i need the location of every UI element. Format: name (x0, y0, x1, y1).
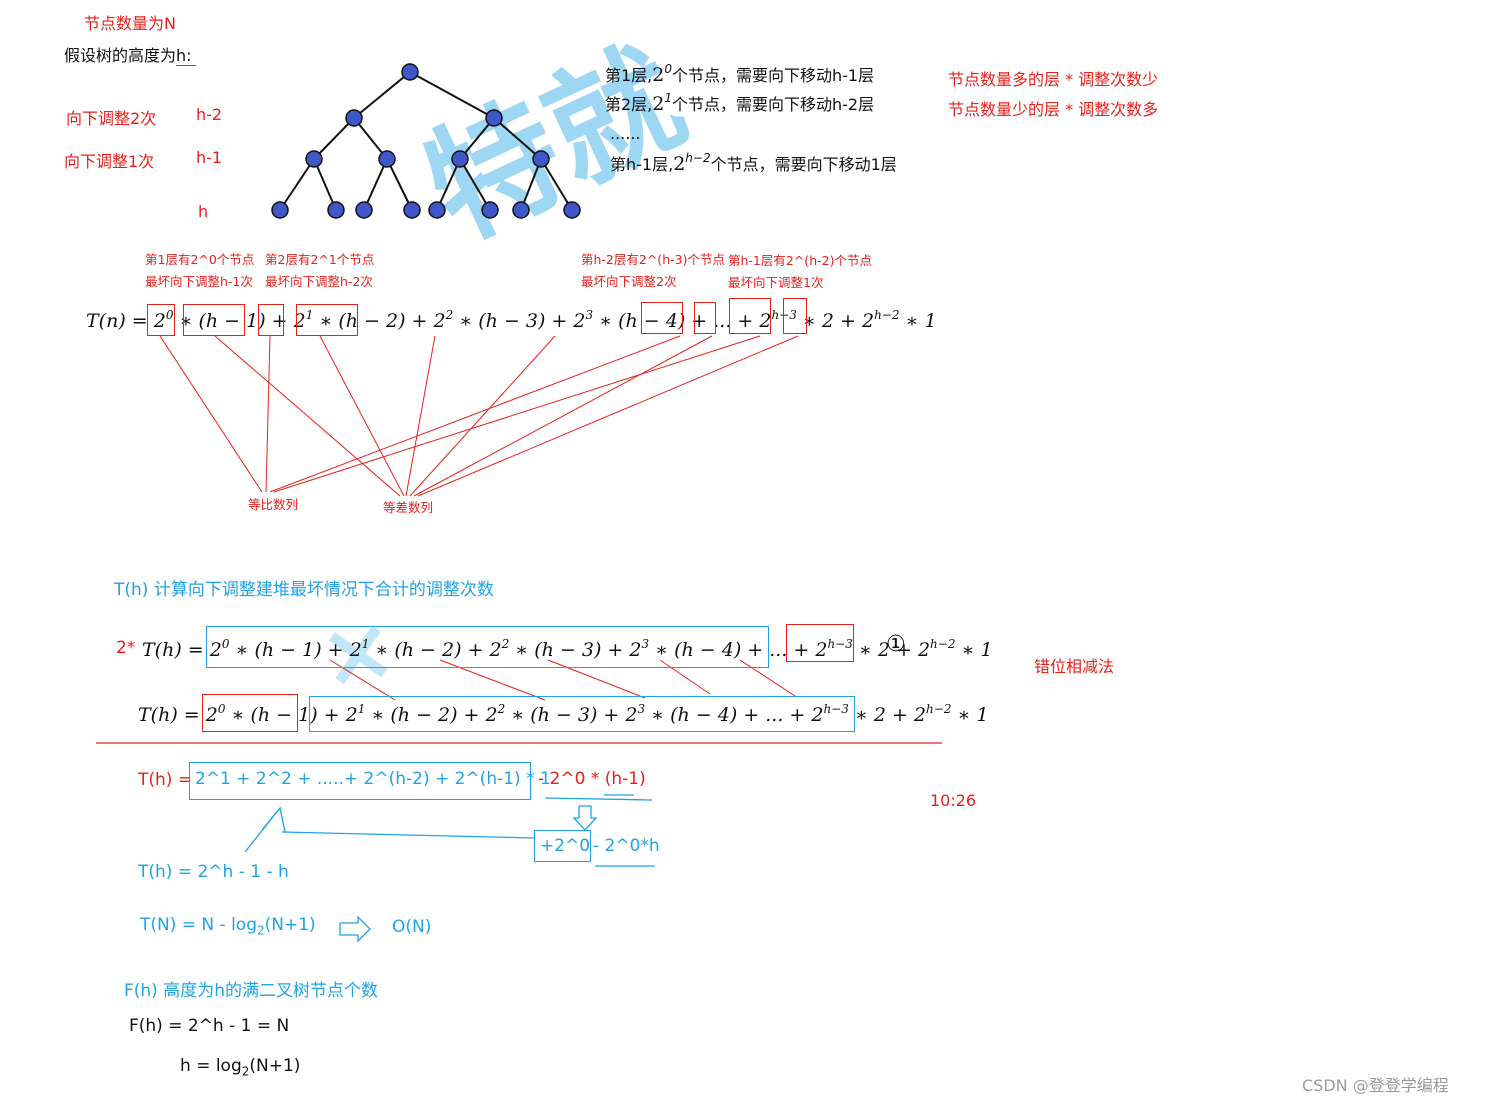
fh-title: F(h) 高度为h的满二叉树节点个数 (124, 981, 378, 1001)
minus-h-term: - 2^0*h (593, 836, 660, 856)
hollow-right-arrow-icon (339, 915, 371, 943)
level-h2-label: h-2 (196, 105, 223, 124)
rule-note-less: 节点数量少的层 * 调整次数多 (948, 100, 1159, 119)
minus-term: - 2^0 * (h-1) (538, 769, 646, 789)
sequence-lines (159, 335, 799, 497)
box-term-d (296, 304, 358, 336)
result-th: T(h) = 2^h - 1 - h (138, 862, 289, 882)
result-tn: T(N) = N - log2(N+1) (140, 915, 316, 938)
circle-one-mark: ① (886, 632, 906, 657)
sum-expression: 2^1 + 2^2 + .....+ 2^(h-2) + 2^(h-1) * 1 (195, 769, 551, 789)
method-label: 错位相减法 (1034, 657, 1115, 676)
tree-nodes (271, 63, 581, 219)
big-o-label: O(N) (392, 917, 432, 937)
box-term-a (147, 304, 175, 336)
rule-note-more: 节点数量多的层 * 调整次数少 (948, 70, 1159, 89)
term-note-2b: 最坏向下调整h-2次 (265, 274, 373, 289)
hollow-down-arrow-icon (572, 805, 598, 831)
plus-term: +2^0 (540, 836, 591, 856)
level-h-label: h (198, 202, 209, 221)
underline-mark (176, 65, 196, 66)
term-note-3a: 第h-2层有2^(h-3)个节点 (581, 252, 725, 267)
formula-th: T(h) = 20 ∗ (h − 1) + 21 ∗ (h − 2) + 22 … (138, 702, 989, 726)
term-note-3b: 最坏向下调整2次 (581, 274, 677, 289)
tree-edges (279, 71, 573, 211)
term-note-4a: 第h-1层有2^(h-2)个节点 (728, 253, 872, 268)
formula-tn: T(n) = 20 ∗ (h − 1) + 21 ∗ (h − 2) + 22 … (86, 308, 937, 332)
adjust-2-label: 向下调整2次 (66, 109, 157, 128)
csdn-watermark: CSDN @登登学编程 (1302, 1076, 1449, 1095)
fh-eq1: F(h) = 2^h - 1 = N (129, 1016, 290, 1036)
term-note-2a: 第2层有2^1个节点 (265, 252, 375, 267)
note-level-h1: 第h-1层,2h−2个节点，需要向下移动1层 (610, 151, 897, 175)
red-box-first (202, 694, 298, 732)
level-h1-label: h-1 (196, 148, 223, 167)
box-term-b (183, 304, 245, 336)
step-th-label: T(h) = (138, 770, 193, 790)
timestamp-label: 10:26 (930, 791, 977, 810)
box-term-f (694, 302, 716, 334)
note-level-1: 第1层,20个节点，需要向下移动h-1层 (605, 62, 875, 86)
note-level-2: 第2层,21个节点，需要向下移动h-2层 (605, 91, 875, 115)
geometric-label: 等比数列 (248, 497, 299, 512)
box-term-c (258, 304, 284, 336)
adjust-1-label: 向下调整1次 (64, 152, 155, 171)
term-note-1b: 最坏向下调整h-1次 (145, 274, 253, 289)
blue-box-th (309, 696, 855, 732)
node-count-label: 节点数量为N (84, 14, 176, 33)
arithmetic-label: 等差数列 (383, 500, 434, 515)
term-note-4b: 最坏向下调整1次 (728, 275, 824, 290)
red-box-last (786, 624, 854, 662)
box-term-g (729, 298, 771, 334)
section-title: T(h) 计算向下调整建堆最坏情况下合计的调整次数 (114, 580, 494, 600)
formula-2th: T(h) = 20 ∗ (h − 1) + 21 ∗ (h − 2) + 22 … (142, 637, 993, 661)
double-prefix: 2* (116, 638, 136, 658)
box-term-e (641, 302, 683, 334)
blue-box-2th (206, 626, 769, 668)
blue-arrows (244, 794, 655, 943)
term-note-1a: 第1层有2^0个节点 (145, 252, 255, 267)
plus-box (534, 830, 591, 862)
note-dots: ...... (610, 124, 641, 143)
fh-eq2: h = log2(N+1) (180, 1056, 301, 1079)
box-term-h (783, 298, 807, 334)
misalign-lines (329, 659, 796, 701)
height-assume-label: 假设树的高度为h: (64, 46, 192, 65)
sum-box (189, 762, 531, 800)
